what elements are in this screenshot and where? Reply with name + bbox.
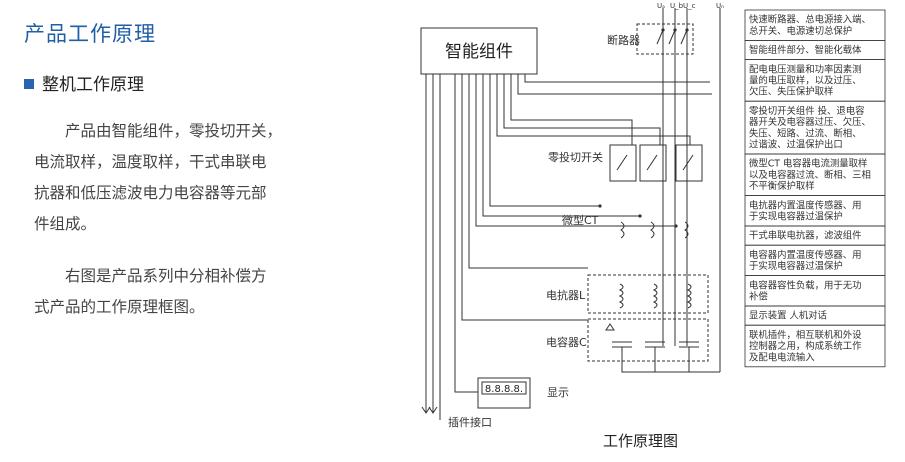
description-cell xyxy=(744,324,886,368)
description-panel: 快速断路器、总电源接入端、总开关、电源速切总保护智能组件部分、智能化载体配电电压… xyxy=(744,9,886,368)
paragraph-line: 电流取样，温度取样，干式串联电 xyxy=(34,153,267,171)
description-line: 零投切开关组件 投、退电容 xyxy=(749,105,864,117)
description-line: 失压、短路、过流、断相、 xyxy=(749,127,862,139)
description-line: 干式串联电抗器，滤波组件 xyxy=(749,230,862,242)
paragraph-line: 件组成。 xyxy=(34,215,97,233)
breaker-box xyxy=(636,23,694,55)
phase-b-label: U_b xyxy=(670,2,684,10)
description-line: 快速断路器、总电源接入端、 xyxy=(749,14,871,26)
description-line: 配电电压测量和功率因素测 xyxy=(749,63,862,75)
description-line: 智能组件部分、智能化载体 xyxy=(749,44,862,56)
zero-switch-a xyxy=(609,144,637,182)
reactor-label: 电抗器L xyxy=(546,288,586,302)
phase-a-label: Uₐ xyxy=(657,2,665,10)
smart-component-label: 智能组件 xyxy=(445,42,513,62)
breaker-label: 断路器 xyxy=(607,33,640,47)
zero-switch-b xyxy=(639,144,667,182)
description-line: 欠压、失压保护取样 xyxy=(749,86,833,98)
description-line: 电容器容性负载，用于无功 xyxy=(749,279,862,291)
micro-ct-label: 微型CT xyxy=(562,213,599,227)
neutral-label: Uₙ xyxy=(716,2,724,10)
display-device xyxy=(477,377,531,409)
display-digits: 8.8.8.8. xyxy=(485,384,523,395)
description-line: 过谐波、过温保护出口 xyxy=(749,139,843,151)
diagram-caption: 工作原理图 xyxy=(603,432,678,450)
capacitor-box xyxy=(587,318,709,362)
reactor-box xyxy=(587,274,709,314)
zero-switch-c xyxy=(675,144,703,182)
description-line: 显示装置 人机对话 xyxy=(749,310,827,322)
description-line: 及配电电流输入 xyxy=(749,351,815,363)
phase-c-label: U_c xyxy=(683,2,696,10)
description-line: 器开关及电容器过压、欠压、 xyxy=(749,116,871,128)
diagram-reference-paragraph: 右图是产品系列中分相补偿方 式产品的工作原理框图。 xyxy=(34,261,364,323)
smart-component-box xyxy=(420,27,538,75)
intro-paragraph: 产品由智能组件，零投切开关， 电流取样，温度取样，干式串联电 抗器和低压滤波电力… xyxy=(34,116,364,240)
capacitor-label: 电容器C xyxy=(546,335,587,349)
description-line: 控制器之用，构成系统工作 xyxy=(749,340,862,352)
description-line: 于实现电容器过温保护 xyxy=(749,260,843,272)
description-line: 于实现电容器过温保护 xyxy=(749,211,843,223)
square-bullet-icon xyxy=(24,79,34,89)
paragraph-line: 抗器和低压滤波电力电容器等元部 xyxy=(34,184,267,202)
description-line: 以及电容器过流、断相、三相 xyxy=(749,169,871,181)
zero-switch-label: 零投切开关 xyxy=(548,150,603,164)
section-heading: 整机工作原理 xyxy=(24,70,144,95)
page-title: 产品工作原理 xyxy=(24,22,156,46)
description-line: 不平衡保护取样 xyxy=(749,180,815,192)
description-line: 电容器内置温度传感器、用 xyxy=(749,249,862,261)
paragraph-line: 式产品的工作原理框图。 xyxy=(34,298,205,316)
paragraph-line: 产品由智能组件，零投切开关， xyxy=(65,122,283,140)
paragraph-line: 右图是产品系列中分相补偿方 xyxy=(65,267,267,285)
description-line: 电抗器内置温度传感器、用 xyxy=(749,199,862,211)
description-line: 补偿 xyxy=(749,291,768,303)
description-line: 微型CT 电容器电流测量取样 xyxy=(749,158,867,170)
description-line: 总开关、电源速切总保护 xyxy=(749,25,852,37)
display-label: 显示 xyxy=(547,386,569,399)
description-line: 联机插件，相互联机和外设 xyxy=(749,329,862,341)
section-title: 整机工作原理 xyxy=(42,75,144,95)
plugin-interface-label: 插件接口 xyxy=(448,415,492,429)
description-line: 量的电压取样，以及过压、 xyxy=(749,75,862,87)
